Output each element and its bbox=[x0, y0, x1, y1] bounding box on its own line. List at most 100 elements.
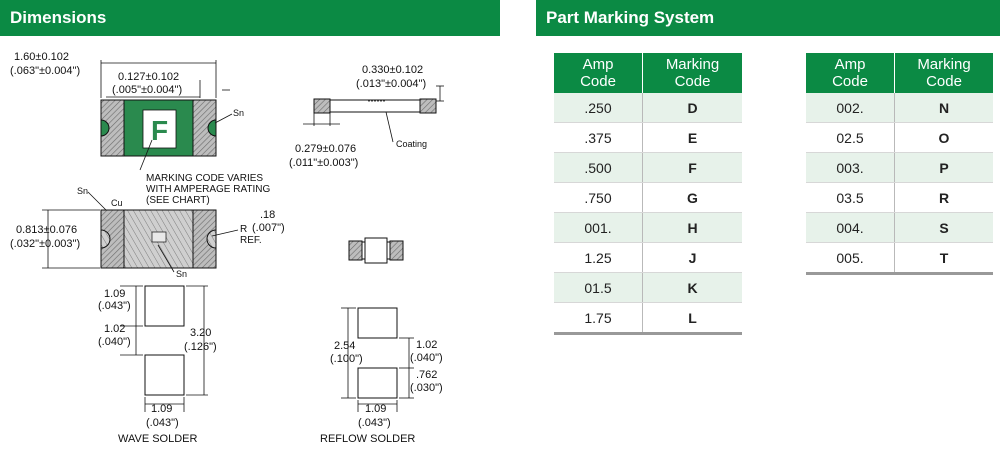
reflow-pad-top bbox=[357, 307, 398, 339]
wave-pad-bottom bbox=[144, 354, 185, 396]
table-row: 004.S bbox=[806, 212, 993, 243]
wave-pad-h-in: (.043") bbox=[98, 300, 131, 312]
marking-note-2: WITH AMPERAGE RATING bbox=[146, 184, 270, 195]
dimension-drawing: 1.60±0.102 (.063"±0.004") 0.127±0.102 (.… bbox=[10, 51, 444, 445]
table-row: 005.T bbox=[806, 242, 993, 275]
marking-code-cell: J bbox=[642, 242, 742, 273]
side-body bbox=[313, 99, 437, 113]
wave-gap-mm: 1.02 bbox=[104, 323, 125, 335]
small-part-center bbox=[364, 237, 388, 264]
marking-box bbox=[142, 109, 177, 149]
radius-ref: REF. bbox=[240, 235, 262, 246]
term-width-mm: 0.127±0.102 bbox=[118, 71, 179, 83]
marking-code-cell: H bbox=[642, 212, 742, 243]
sn-label-section-top: Sn bbox=[77, 186, 88, 196]
marking-code-cell: G bbox=[642, 182, 742, 213]
amp-code-cell: 01.5 bbox=[554, 272, 643, 303]
term-width-in: (.005"±0.004") bbox=[112, 84, 182, 96]
wave-pad-h-mm: 1.09 bbox=[104, 288, 125, 300]
marking-code-cell: F bbox=[642, 152, 742, 183]
radius-r: R bbox=[240, 224, 247, 235]
section-width-mm: 0.813±0.076 bbox=[16, 224, 77, 236]
section-width-in: (.032"±0.003") bbox=[10, 238, 80, 250]
marking-code-cell: T bbox=[894, 242, 993, 275]
sn-label-section-bottom: Sn bbox=[176, 269, 187, 279]
table-row: 002.N bbox=[806, 93, 993, 123]
reflow-total-in: (.100") bbox=[330, 353, 363, 365]
amp-code-cell: 03.5 bbox=[806, 182, 895, 213]
wave-bottom-mm: 1.09 bbox=[151, 403, 172, 415]
reflow-total-mm: 2.54 bbox=[334, 340, 355, 352]
left-terminal bbox=[100, 99, 125, 157]
small-part-view bbox=[348, 237, 404, 264]
marking-code-header: Marking Code bbox=[642, 53, 742, 93]
wave-gap-in: (.040") bbox=[98, 336, 131, 348]
marking-code-cell: S bbox=[894, 212, 993, 243]
small-part-right-cap bbox=[389, 240, 404, 261]
amp-code-cell: 005. bbox=[806, 242, 895, 275]
marking-code-cell: O bbox=[894, 122, 993, 153]
marking-note-3: (SEE CHART) bbox=[146, 195, 210, 206]
top-view: 1.60±0.102 (.063"±0.004") 0.127±0.102 (.… bbox=[10, 51, 270, 206]
amp-code-cell: 001. bbox=[554, 212, 643, 243]
overall-length-in: (.063"±0.004") bbox=[10, 65, 80, 77]
element-window bbox=[151, 231, 167, 243]
side-view: 0.330±0.102 (.013"±0.004") 0.279±0.076 (… bbox=[289, 64, 444, 169]
reflow-pad-h-in: (.030") bbox=[410, 382, 443, 394]
overall-length-mm: 1.60±0.102 bbox=[14, 51, 69, 63]
section-right-term bbox=[192, 209, 217, 269]
marking-note-1: MARKING CODE VARIES bbox=[146, 173, 263, 184]
marking-code-cell: E bbox=[642, 122, 742, 153]
amp-code-cell: .500 bbox=[554, 152, 643, 183]
side-term-mm: 0.279±0.076 bbox=[295, 143, 356, 155]
wave-solder-pattern: 1.09 (.043") 1.02 (.040") 3.20 (.126") 1… bbox=[98, 285, 217, 445]
reflow-caption: REFLOW SOLDER bbox=[320, 433, 415, 445]
reflow-bottom-in: (.043") bbox=[358, 417, 391, 429]
marking-code-header: Marking Code bbox=[894, 53, 993, 93]
reflow-gap-in: (.040") bbox=[410, 352, 443, 364]
reflow-gap-mm: 1.02 bbox=[416, 339, 437, 351]
amp-code-cell: 004. bbox=[806, 212, 895, 243]
part-marking-title: Part Marking System bbox=[546, 8, 715, 27]
section-left-term bbox=[100, 209, 125, 269]
reflow-pad-bottom bbox=[357, 367, 398, 399]
amp-code-cell: 02.5 bbox=[806, 122, 895, 153]
amp-code-cell: 1.25 bbox=[554, 242, 643, 273]
amp-code-cell: 002. bbox=[806, 93, 895, 123]
marking-code-cell: P bbox=[894, 152, 993, 183]
side-right-cap bbox=[419, 98, 437, 114]
side-term-in: (.011"±0.003") bbox=[289, 157, 358, 169]
marking-code-cell: D bbox=[642, 93, 742, 123]
table-row: 003.P bbox=[806, 152, 993, 183]
marking-code-cell: R bbox=[894, 182, 993, 213]
amp-code-cell: .750 bbox=[554, 182, 643, 213]
wave-total-in: (.126") bbox=[184, 341, 217, 353]
dimensions-title: Dimensions bbox=[10, 8, 107, 27]
marking-table-left-header: Amp Code Marking Code bbox=[554, 53, 742, 93]
amp-code-cell: .250 bbox=[554, 93, 643, 123]
amp-code-cell: .375 bbox=[554, 122, 643, 153]
section-view: Sn Cu Sn 0.813±0.076 (.032"±0.003") .18 … bbox=[10, 186, 285, 279]
reflow-solder-pattern: 2.54 (.100") 1.02 (.040") .762 (.030") 1… bbox=[320, 307, 443, 445]
side-height-in: (.013"±0.004") bbox=[356, 78, 426, 90]
right-terminal bbox=[192, 99, 217, 157]
marking-table-right-header: Amp Code Marking Code bbox=[806, 53, 993, 93]
marking-code-cell: K bbox=[642, 272, 742, 303]
amp-code-cell: 003. bbox=[806, 152, 895, 183]
coating-label: Coating bbox=[396, 139, 427, 149]
wave-bottom-in: (.043") bbox=[146, 417, 179, 429]
small-part-left-cap bbox=[348, 240, 363, 261]
side-height-mm: 0.330±0.102 bbox=[362, 64, 423, 76]
dimensions-header: Dimensions bbox=[0, 0, 500, 36]
side-left-cap bbox=[313, 98, 331, 114]
reflow-pad-h-mm: .762 bbox=[416, 369, 437, 381]
wave-total-mm: 3.20 bbox=[190, 327, 211, 339]
